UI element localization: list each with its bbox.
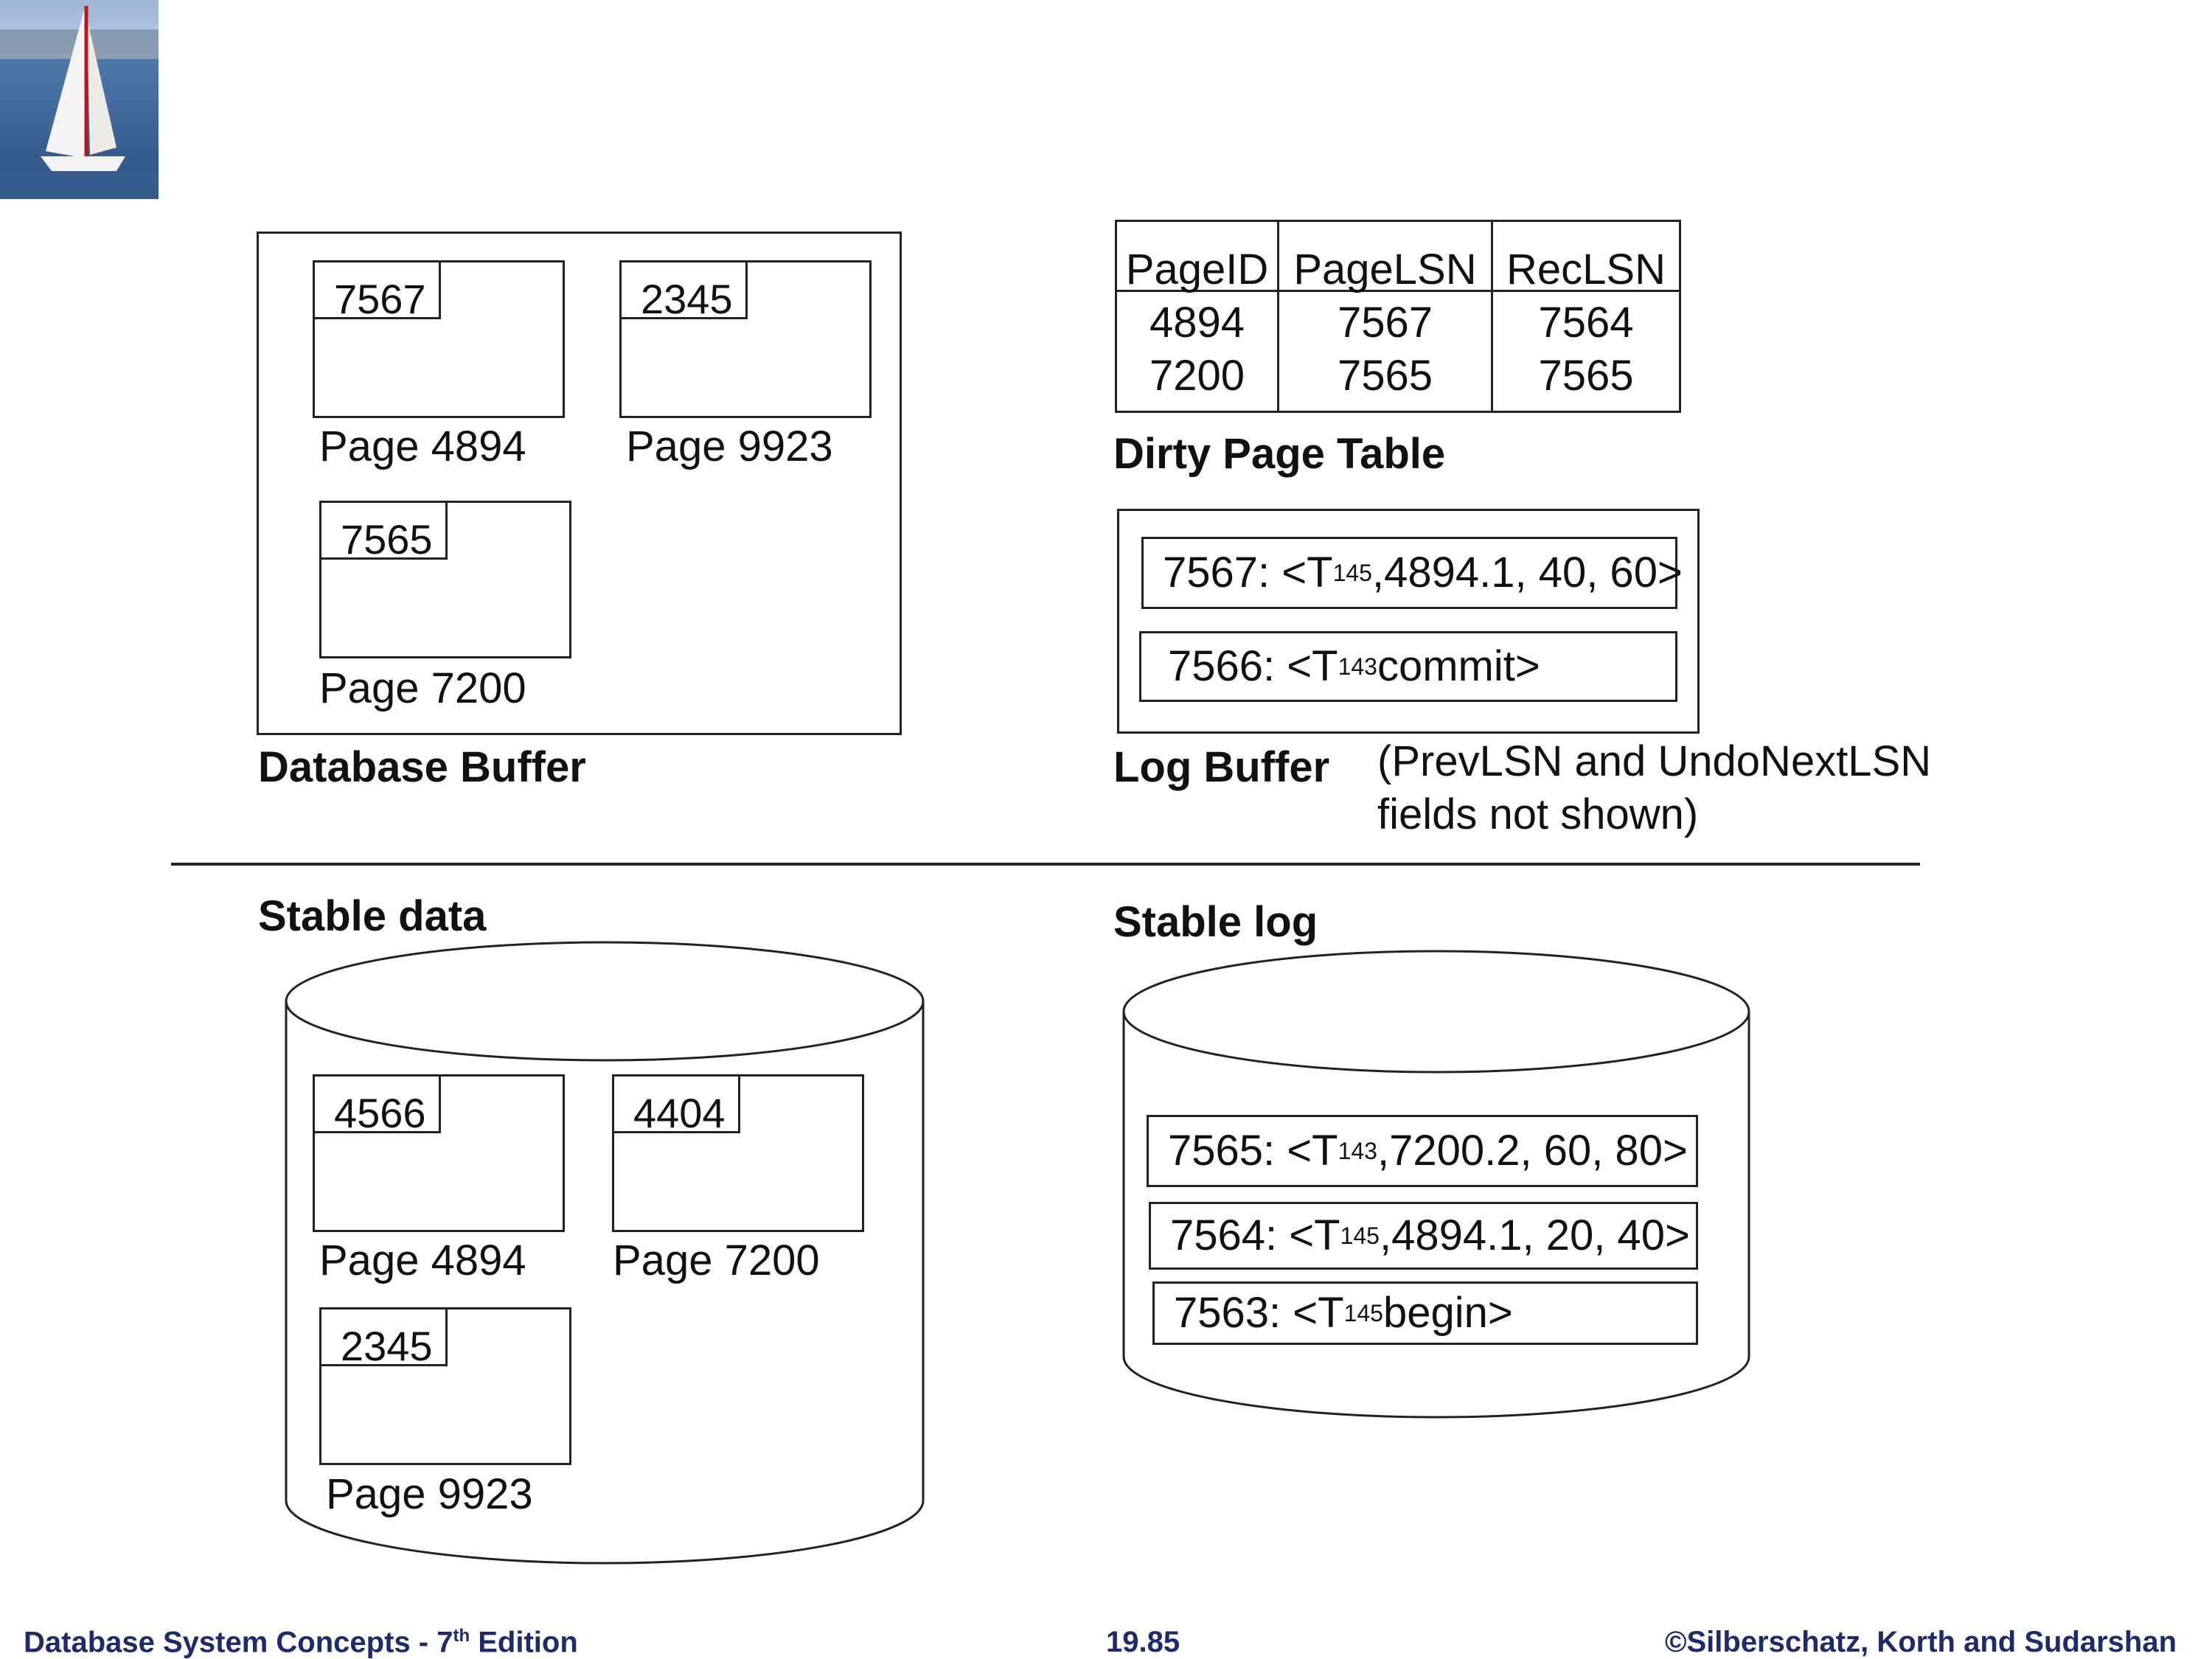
table-cell: 7567 (1337, 299, 1433, 347)
footer-book-title: Database System Concepts - 7th Edition (24, 1626, 578, 1659)
stable-log-label: Stable log (1113, 898, 1318, 946)
stable-log-cylinder-top (1122, 950, 1750, 1074)
log-record-suffix: commit> (1377, 642, 1540, 690)
buffer-page-9923: 2345 (619, 260, 872, 418)
dirty-page-table-label: Dirty Page Table (1113, 430, 1446, 478)
page-lsn: 7565 (319, 501, 448, 560)
buffer-page-7200: 7565 (319, 501, 571, 658)
log-record-prefix: 7566: <T (1168, 642, 1338, 690)
table-cell: 7565 (1538, 352, 1634, 400)
table-divider (1491, 222, 1493, 411)
table-divider (1117, 290, 1679, 292)
page-lsn: 7567 (313, 260, 441, 320)
log-buffer-label: Log Buffer (1113, 743, 1330, 791)
log-record-suffix: ,7200.2, 60, 80> (1377, 1127, 1688, 1175)
buffer-page-4894: 7567 (313, 260, 565, 418)
page-lsn: 2345 (319, 1307, 448, 1367)
page-lsn: 4404 (612, 1074, 740, 1134)
page-lsn: 2345 (619, 260, 748, 320)
page-label: Page 9923 (626, 422, 833, 470)
log-buffer-note: (PrevLSN and UndoNextLSN (1377, 737, 1932, 785)
page-label: Page 9923 (326, 1470, 533, 1518)
table-header: PageID (1125, 246, 1269, 293)
log-record-suffix: ,4894.1, 20, 40> (1379, 1211, 1690, 1259)
table-header: RecLSN (1506, 246, 1666, 293)
table-cell: 7564 (1538, 299, 1634, 347)
table-cell: 7565 (1337, 352, 1433, 400)
dirty-page-table: PageID PageLSN RecLSN 4894 7567 7564 720… (1115, 220, 1681, 413)
stable-data-cylinder-top (285, 941, 925, 1062)
table-cell: 7200 (1149, 352, 1245, 400)
table-header: PageLSN (1293, 246, 1477, 293)
page-label: Page 4894 (319, 422, 526, 470)
transaction-subscript: 143 (1338, 1138, 1377, 1164)
log-record-suffix: ,4894.1, 40, 60> (1371, 549, 1683, 597)
log-buffer-note: fields not shown) (1377, 790, 1699, 838)
transaction-subscript: 145 (1332, 560, 1372, 586)
log-record-prefix: 7564: <T (1170, 1211, 1340, 1259)
footer-title-main: Database System Concepts - 7 (24, 1626, 453, 1659)
separator-line (171, 863, 1920, 866)
stable-page-4894: 4566 (313, 1074, 565, 1232)
table-cell: 4894 (1149, 299, 1245, 347)
page-label: Page 7200 (319, 664, 526, 712)
footer-slide-number: 19.85 (1106, 1626, 1180, 1658)
database-buffer-label: Database Buffer (258, 743, 586, 791)
stable-data-label: Stable data (258, 892, 487, 940)
stable-page-7200: 4404 (612, 1074, 864, 1232)
stable-page-9923: 2345 (319, 1307, 571, 1465)
page-label: Page 4894 (319, 1237, 526, 1284)
log-record-prefix: 7563: <T (1174, 1289, 1344, 1337)
log-record-suffix: begin> (1382, 1289, 1513, 1337)
transaction-subscript: 145 (1340, 1222, 1380, 1249)
log-record-prefix: 7565: <T (1168, 1127, 1338, 1175)
table-divider (1277, 222, 1279, 411)
page-label: Page 7200 (613, 1237, 820, 1284)
transaction-subscript: 143 (1338, 653, 1377, 680)
footer-title-sup: th (453, 1626, 470, 1646)
footer-title-end: Edition (470, 1626, 578, 1659)
footer-copyright: ©Silberschatz, Korth and Sudarshan (1665, 1626, 2177, 1658)
transaction-subscript: 145 (1343, 1300, 1383, 1326)
log-record-prefix: 7567: <T (1163, 549, 1333, 597)
page-lsn: 4566 (313, 1074, 441, 1134)
sailboat-image (0, 0, 159, 199)
